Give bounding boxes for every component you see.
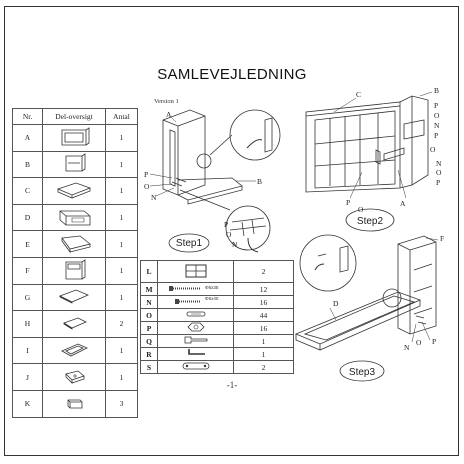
col-qty: Antal <box>105 108 138 125</box>
callout-c: C <box>356 90 361 99</box>
step2-label: Step2 <box>357 216 384 227</box>
part-qty: 2 <box>105 310 138 338</box>
step1-drawing <box>162 109 281 253</box>
callout-a: A <box>166 110 172 119</box>
page-title: SAMLEVEJLEDNING <box>157 66 307 83</box>
hw-qty: 2 <box>233 360 294 374</box>
step3-drawing <box>294 234 437 382</box>
part-qty: 1 <box>105 283 138 312</box>
callout-n: N <box>434 121 440 130</box>
part-nr: F <box>12 256 43 285</box>
step2-drawing <box>305 95 429 232</box>
panel-e-icon <box>42 230 106 258</box>
table-row: Q 1 <box>140 334 294 348</box>
hardware-table: L 2 M Φ6x35 12 N Φ6x40 16 O 44 P 16 Q 1 … <box>140 260 294 374</box>
callout-d: D <box>333 299 339 308</box>
callout-o: O <box>434 111 440 120</box>
parts-table: Nr. Del-oversigt Antal A 1 B 1 C 1 D 1 E… <box>12 108 138 418</box>
table-row: B 1 <box>12 150 138 179</box>
step1-label: Step1 <box>176 238 203 249</box>
callout-n: N <box>232 240 238 249</box>
hw-letter: S <box>140 360 158 374</box>
panel-a-icon <box>42 124 106 152</box>
callout-p: P <box>436 178 440 187</box>
part-qty: 1 <box>105 150 138 179</box>
part-qty: 3 <box>105 389 138 418</box>
callout-letters: A B P O N P O N C B P O N P O N O P P O … <box>144 86 444 352</box>
callout-p: P <box>434 131 438 140</box>
table-row: C 1 <box>12 177 138 205</box>
part-qty: 1 <box>105 203 138 232</box>
table-row: D 1 <box>12 203 138 232</box>
panel-d-icon <box>42 203 106 232</box>
part-nr: K <box>12 389 43 418</box>
col-nr: Nr. <box>12 108 43 125</box>
callout-o: O <box>416 338 422 347</box>
callout-o: O <box>430 145 436 154</box>
callout-o: O <box>226 230 232 239</box>
hw-note: Φ6x40 <box>205 296 219 301</box>
callout-p: P <box>432 337 436 346</box>
callout-o: O <box>144 182 150 191</box>
callout-o: O <box>358 205 364 214</box>
part-nr: E <box>12 230 43 258</box>
panel-f-icon <box>42 256 106 285</box>
table-row: K 3 <box>12 389 138 418</box>
table-row: A 1 <box>12 124 138 152</box>
version-label: Version 1 <box>154 98 179 105</box>
callout-p: P <box>346 198 350 207</box>
hw-note: Φ6x35 <box>205 285 219 290</box>
page-number: -1- <box>226 380 238 390</box>
table-row: E 1 <box>12 230 138 258</box>
parts-table-header: Nr. Del-oversigt Antal <box>12 108 138 125</box>
callout-n: N <box>404 343 410 352</box>
callout-b: B <box>257 177 262 186</box>
col-parts: Del-oversigt <box>42 108 106 125</box>
part-qty: 1 <box>105 363 138 391</box>
callout-b: B <box>434 86 439 95</box>
table-row: M Φ6x35 12 <box>140 282 294 296</box>
table-row: S 2 <box>140 360 294 374</box>
table-row: I 1 <box>12 336 138 365</box>
callout-p: P <box>144 170 148 179</box>
panel-b-icon <box>42 150 106 179</box>
callout-a: A <box>400 199 406 208</box>
page-frame <box>4 6 459 456</box>
part-nr: J <box>12 363 43 391</box>
long-screw-icon: Φ6x35 <box>157 282 234 296</box>
panel-k-icon <box>42 389 106 418</box>
table-row: F 1 <box>12 256 138 285</box>
table-row: N Φ6x40 16 <box>140 295 294 309</box>
step3-label: Step3 <box>349 367 376 378</box>
callout-p: P <box>434 101 438 110</box>
callout-o: O <box>436 168 442 177</box>
callout-n: N <box>436 159 442 168</box>
callout-leaders <box>149 91 439 343</box>
panel-g-icon <box>42 283 106 312</box>
callout-p: P <box>224 220 228 229</box>
callout-n: N <box>151 193 157 202</box>
callout-f: F <box>440 234 444 243</box>
table-row: O 44 <box>140 308 294 322</box>
table-row: G 1 <box>12 283 138 312</box>
